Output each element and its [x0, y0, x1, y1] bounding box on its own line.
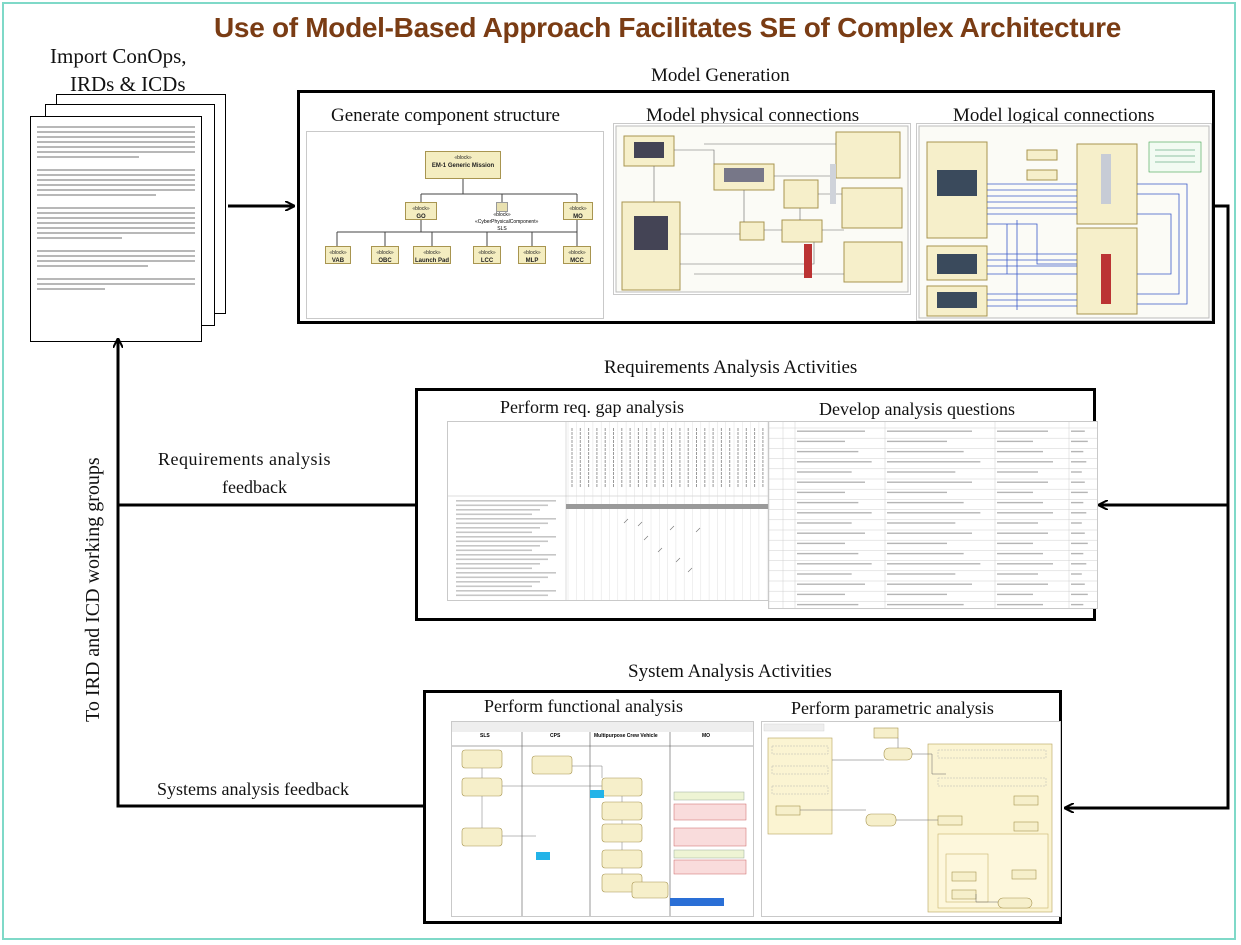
working-groups-label: To IRD and ICD working groups [82, 457, 104, 722]
model-generation-heading: Model Generation [651, 65, 790, 86]
page-title: Use of Model-Based Approach Facilitates … [214, 12, 1121, 43]
lane-cps: CPS [550, 733, 561, 739]
lane-sls: SLS [480, 733, 490, 739]
block-vab: «block» VAB [325, 246, 351, 264]
physical-connections-label: Model physical connections [646, 105, 860, 126]
gap-analysis-label: Perform req. gap analysis [500, 397, 684, 417]
requirements-heading: Requirements Analysis Activities [604, 357, 858, 378]
requirements-feedback-line1: Requirements analysis [158, 449, 331, 469]
block-em1-mission: «block» EM-1 Generic Mission [425, 151, 501, 179]
parametric-analysis-diagram [761, 721, 1061, 917]
block-obc: «block» OBC [371, 246, 399, 264]
logical-connections-label: Model logical connections [953, 105, 1155, 126]
block-mo: «block» MO [563, 202, 593, 220]
component-structure-diagram: «block» EM-1 Generic Mission «block» GO … [306, 131, 604, 319]
component-structure-label: Generate component structure [331, 105, 560, 126]
import-label-line1: Import ConOps, [50, 44, 187, 68]
block-lcc: «block» LCC [473, 246, 501, 264]
analysis-questions-table [768, 421, 1098, 609]
system-panel: Perform functional analysis Perform para… [423, 690, 1062, 924]
block-sls: «block» «CyberPhysicalComponent» SLS [475, 202, 538, 233]
lane-mo: MO [702, 733, 711, 739]
system-heading: System Analysis Activities [628, 661, 832, 682]
block-mcc: «block» MCC [563, 246, 591, 264]
block-launch-pad: «block» Launch Pad [413, 246, 451, 264]
parametric-analysis-label: Perform parametric analysis [791, 698, 994, 718]
gap-analysis-matrix [447, 421, 784, 601]
import-label-line2: IRDs & ICDs [70, 72, 186, 96]
functional-analysis-label: Perform functional analysis [484, 696, 683, 716]
lane-mpcv: Multipurpose Crew Vehicle [594, 733, 658, 739]
functional-analysis-diagram: SLS CPS Multipurpose Crew Vehicle MO [451, 721, 754, 917]
model-generation-panel: Generate component structure Model physi… [297, 90, 1215, 324]
requirements-feedback-line2: feedback [222, 477, 287, 497]
logical-connections-diagram [916, 123, 1212, 321]
block-mlp: «block» MLP [518, 246, 546, 264]
physical-connections-diagram [613, 123, 911, 295]
requirements-panel: Perform req. gap analysis Develop analys… [415, 388, 1098, 621]
systems-feedback-label: Systems analysis feedback [157, 779, 349, 799]
block-go: «block» GO [405, 202, 437, 220]
analysis-questions-label: Develop analysis questions [819, 399, 1015, 419]
